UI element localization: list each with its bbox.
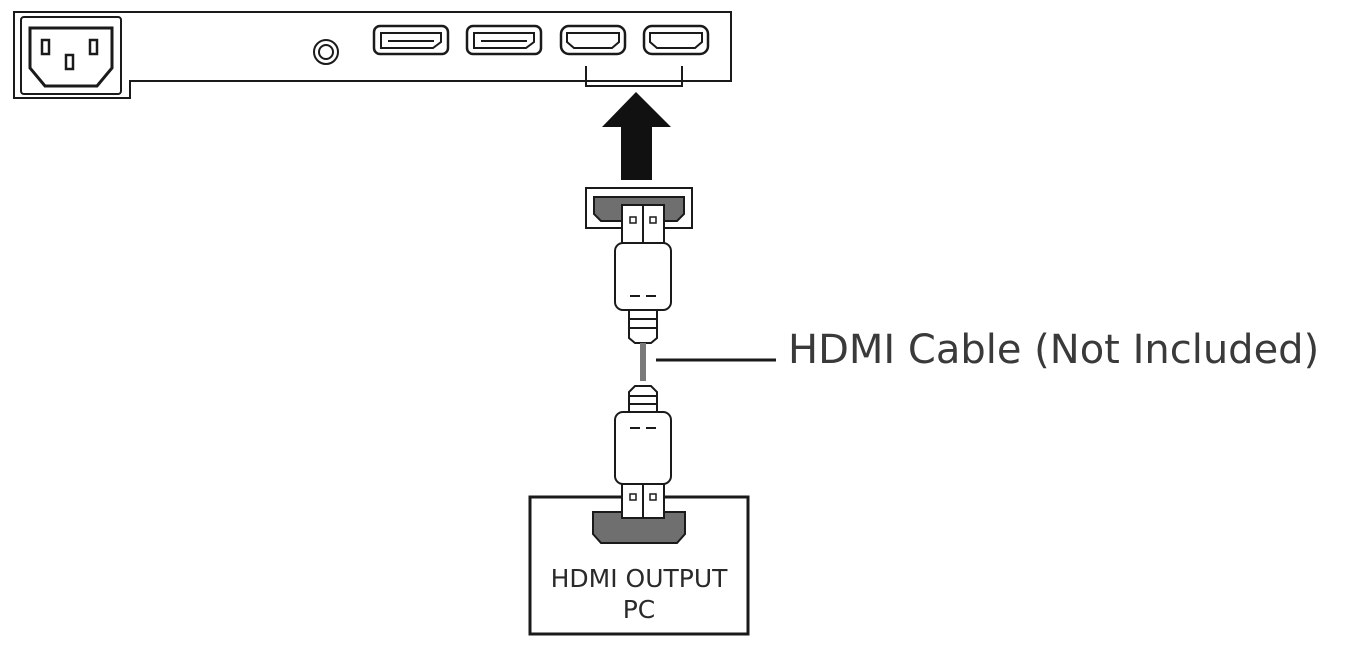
hdmi-ports-bracket [585,66,683,87]
displayport-icon [372,24,450,56]
pc-hdmi-port-icon [592,511,686,544]
hdmi-connector-bottom [614,385,672,519]
hdmi-connector-top [585,187,693,344]
monitor-port-panel [13,11,732,99]
cable-label: HDMI Cable (Not Included) [788,327,1320,373]
arrow-up-icon [602,92,671,180]
audio-jack-icon [313,39,339,65]
hdmi-port-icon [559,24,627,56]
displayport-icon [465,24,543,56]
hdmi-port-icon [642,24,710,56]
power-inlet-icon [20,16,122,95]
pc-label-line1: HDMI OUTPUT [550,564,728,593]
pc-label-line2: PC [622,595,656,624]
